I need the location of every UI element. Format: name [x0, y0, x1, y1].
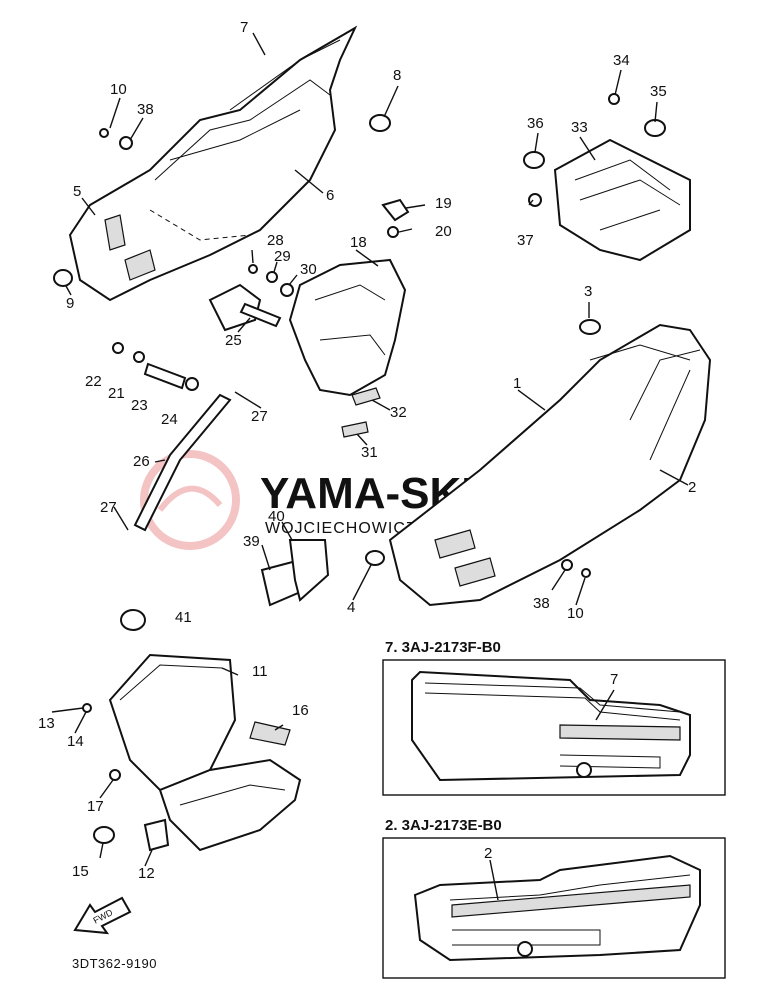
- inset-title: 2. 3AJ-2173E-B0: [385, 817, 502, 834]
- callout-label: 35: [650, 83, 667, 100]
- fwd-arrow-icon: FWD: [73, 896, 132, 935]
- callout-label: 32: [390, 404, 407, 421]
- callout-label: 38: [137, 101, 154, 118]
- callout-label: 11: [252, 663, 268, 680]
- part-39-40: [260, 539, 330, 607]
- callout-label: 8: [393, 67, 401, 84]
- callout-label: 2: [484, 845, 492, 862]
- callout-label: 27: [251, 408, 268, 425]
- callout-label: 30: [300, 261, 317, 278]
- callout-label: 33: [571, 119, 588, 136]
- callout-label: 10: [567, 605, 584, 622]
- callout-label: 24: [161, 411, 178, 428]
- callout-label: 3: [584, 283, 592, 300]
- callout-label: 38: [533, 595, 550, 612]
- inset-title: 7. 3AJ-2173F-B0: [385, 639, 501, 656]
- callout-label: 31: [361, 444, 378, 461]
- callout-label: 20: [435, 223, 452, 240]
- callout-label: 10: [110, 81, 127, 98]
- callout-label: 29: [274, 248, 291, 265]
- callout-label: 21: [108, 385, 125, 402]
- bolts-21-24: [112, 342, 199, 391]
- callout-label: 14: [67, 733, 84, 750]
- callout-label: 5: [73, 183, 81, 200]
- callout-label: 37: [517, 232, 534, 249]
- left-side-cover: [68, 25, 358, 302]
- right-side-cover: [365, 319, 712, 607]
- inset-part-2: 2. 3AJ-2173E-B0 2: [382, 817, 726, 979]
- callout-label: 22: [85, 373, 102, 390]
- grommet-8: [369, 114, 391, 132]
- callout-label: 26: [133, 453, 150, 470]
- callout-label: 39: [243, 533, 260, 550]
- callout-label: 40: [268, 508, 285, 525]
- grommet-9: [53, 269, 73, 287]
- battery-bracket: [523, 93, 691, 262]
- callout-label: 41: [175, 609, 192, 626]
- drawing-code: 3DT362-9190: [72, 956, 157, 971]
- callout-label: 7: [610, 671, 618, 688]
- inset-part-7: 7. 3AJ-2173F-B0 7: [382, 639, 726, 796]
- callout-label: 1: [513, 375, 521, 392]
- callout-label: 12: [138, 865, 155, 882]
- callout-label: 6: [326, 187, 334, 204]
- callout-label: 16: [292, 702, 309, 719]
- tool-case: [82, 609, 302, 852]
- bolt-10-38: [99, 128, 133, 150]
- callout-label: 17: [87, 798, 104, 815]
- hose-26: [133, 393, 232, 532]
- callout-label: 15: [72, 863, 89, 880]
- callout-label: 23: [131, 397, 148, 414]
- callout-label: 34: [613, 52, 630, 69]
- callout-label: 19: [435, 195, 452, 212]
- callout-label: 36: [527, 115, 544, 132]
- callout-label: 25: [225, 332, 242, 349]
- callout-label: 2: [688, 479, 696, 496]
- callout-label: 13: [38, 715, 55, 732]
- leader-lines: [51, 32, 689, 867]
- callout-label: 4: [347, 599, 355, 616]
- callout-label: 27: [100, 499, 117, 516]
- callout-labels: 7 8 10 38 5 6 9 34 35 36 33 37 19 20 18 …: [38, 19, 696, 882]
- callout-label: 9: [66, 295, 74, 312]
- callout-label: 18: [350, 234, 367, 251]
- middle-bracket: [208, 198, 410, 438]
- callout-label: 7: [240, 19, 248, 36]
- callout-label: 28: [267, 232, 284, 249]
